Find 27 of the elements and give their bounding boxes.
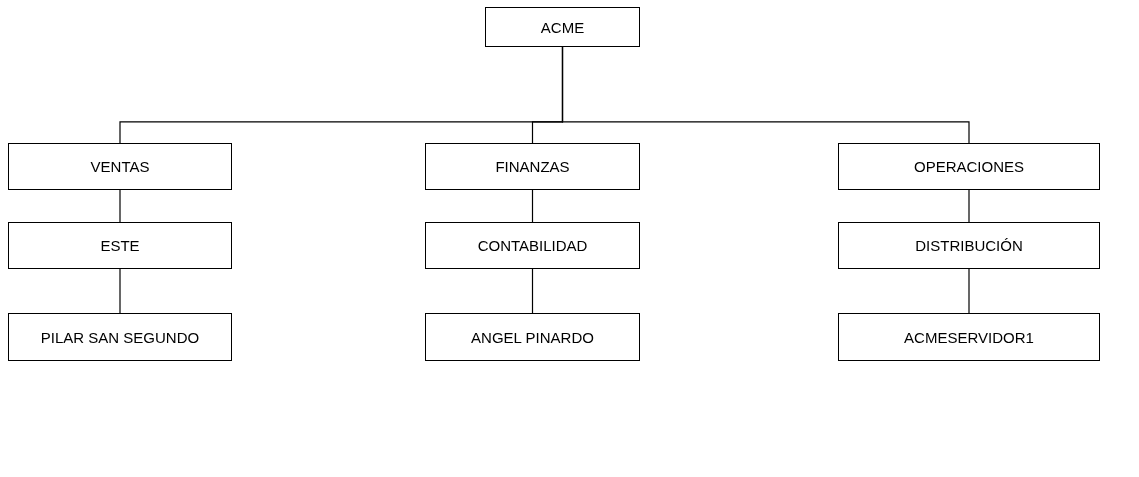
- org-box: [838, 313, 1100, 361]
- org-box: [8, 143, 232, 190]
- org-box: [838, 143, 1100, 190]
- box-label: ACMESERVIDOR1: [904, 328, 1034, 346]
- box-label: ANGEL PINARDO: [471, 328, 594, 346]
- org-box: [425, 143, 640, 190]
- box-label: FINANZAS: [495, 158, 570, 175]
- connector-line: [968, 189, 970, 223]
- box-label: VENTAS: [90, 158, 150, 175]
- connector-line: [561, 46, 970, 144]
- box-label: DISTRIBUCIÓN: [915, 237, 1023, 254]
- org-box: [8, 222, 232, 269]
- box-label: PILAR SAN SEGUNDO: [40, 328, 200, 346]
- org-box: [425, 313, 640, 361]
- org-box: [485, 7, 640, 47]
- connector-line: [968, 268, 970, 314]
- box-label: CONTABILIDAD: [477, 237, 588, 254]
- connector-line: [531, 189, 534, 223]
- org-box: [8, 313, 232, 361]
- org-box: [838, 222, 1100, 269]
- org-box: [425, 222, 640, 269]
- connector-line: [119, 268, 121, 314]
- box-label: ACME: [540, 18, 585, 36]
- box-label: ESTE: [100, 237, 140, 254]
- box-label: OPERACIONES: [914, 158, 1024, 175]
- connector-line: [531, 268, 534, 314]
- connector-line: [119, 189, 121, 223]
